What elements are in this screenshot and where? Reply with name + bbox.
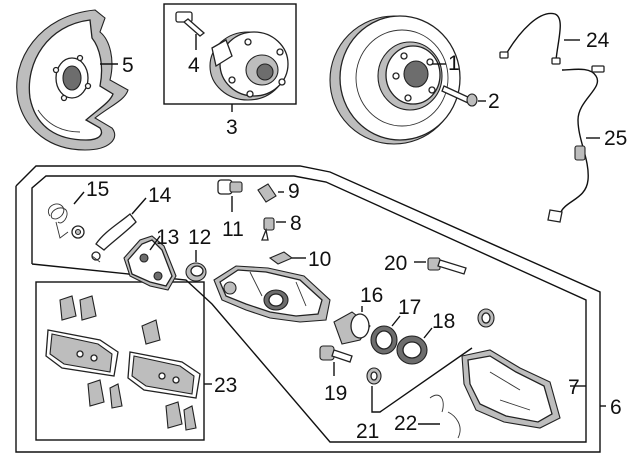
- brake-pad-icon: [45, 295, 201, 431]
- callout-23: 23: [214, 374, 237, 397]
- guide-bolt-icon: [217, 179, 243, 195]
- shim-icon: [268, 251, 294, 265]
- clip-icon: [257, 183, 277, 203]
- callout-6: 6: [610, 396, 622, 419]
- piston-icon: [333, 311, 371, 345]
- pad-kit-box: [35, 281, 205, 441]
- callout-7: 7: [568, 376, 580, 399]
- callout-25: 25: [604, 127, 627, 150]
- callout-2: 2: [488, 90, 500, 113]
- retainer-clip-icon: [429, 394, 461, 439]
- callout-15: 15: [86, 178, 109, 201]
- callout-12: 12: [188, 226, 211, 249]
- callout-13: 13: [156, 226, 179, 249]
- caliper-assembly-outline: [15, 165, 601, 453]
- wire-harness-icon: [499, 12, 561, 65]
- spring-icon: [48, 203, 85, 239]
- callout-3: 3: [226, 116, 238, 139]
- callout-19: 19: [324, 382, 347, 405]
- bracket-icon: [91, 213, 137, 263]
- callout-8: 8: [290, 212, 302, 235]
- bleeder-icon: [261, 217, 275, 241]
- pin-boot-icon: [477, 308, 495, 328]
- callout-20: 20: [384, 252, 407, 275]
- mounting-bolt-icon: [319, 345, 353, 363]
- callout-9: 9: [288, 180, 300, 203]
- callout-21: 21: [356, 420, 379, 443]
- backing-plate-icon: [16, 9, 129, 151]
- callout-24: 24: [586, 29, 610, 52]
- callout-1: 1: [448, 52, 460, 75]
- seal-icon: [370, 325, 398, 355]
- caliper-icon: [213, 265, 331, 323]
- callout-18: 18: [432, 310, 455, 333]
- callout-16: 16: [360, 284, 383, 307]
- bracket-plate-icon: [123, 235, 177, 291]
- guide-boot-icon: [366, 367, 382, 385]
- hub-assembly-box: [163, 3, 297, 105]
- wheel-speed-sensor-icon: [547, 65, 605, 223]
- hub-bearing-icon: [175, 11, 289, 101]
- caliper-carrier-icon: [461, 349, 561, 429]
- callout-17: 17: [398, 296, 421, 319]
- callout-4: 4: [188, 54, 200, 77]
- brake-disc-icon: [329, 15, 461, 145]
- dust-boot-icon: [396, 335, 428, 365]
- callout-11: 11: [222, 218, 244, 241]
- disc-screw-icon: [441, 85, 478, 107]
- caliper-bolt-icon: [427, 257, 467, 275]
- boot-icon: [185, 262, 207, 282]
- callout-5: 5: [122, 54, 134, 77]
- callout-14: 14: [148, 184, 172, 207]
- callout-22: 22: [394, 412, 417, 435]
- callout-10: 10: [308, 248, 331, 271]
